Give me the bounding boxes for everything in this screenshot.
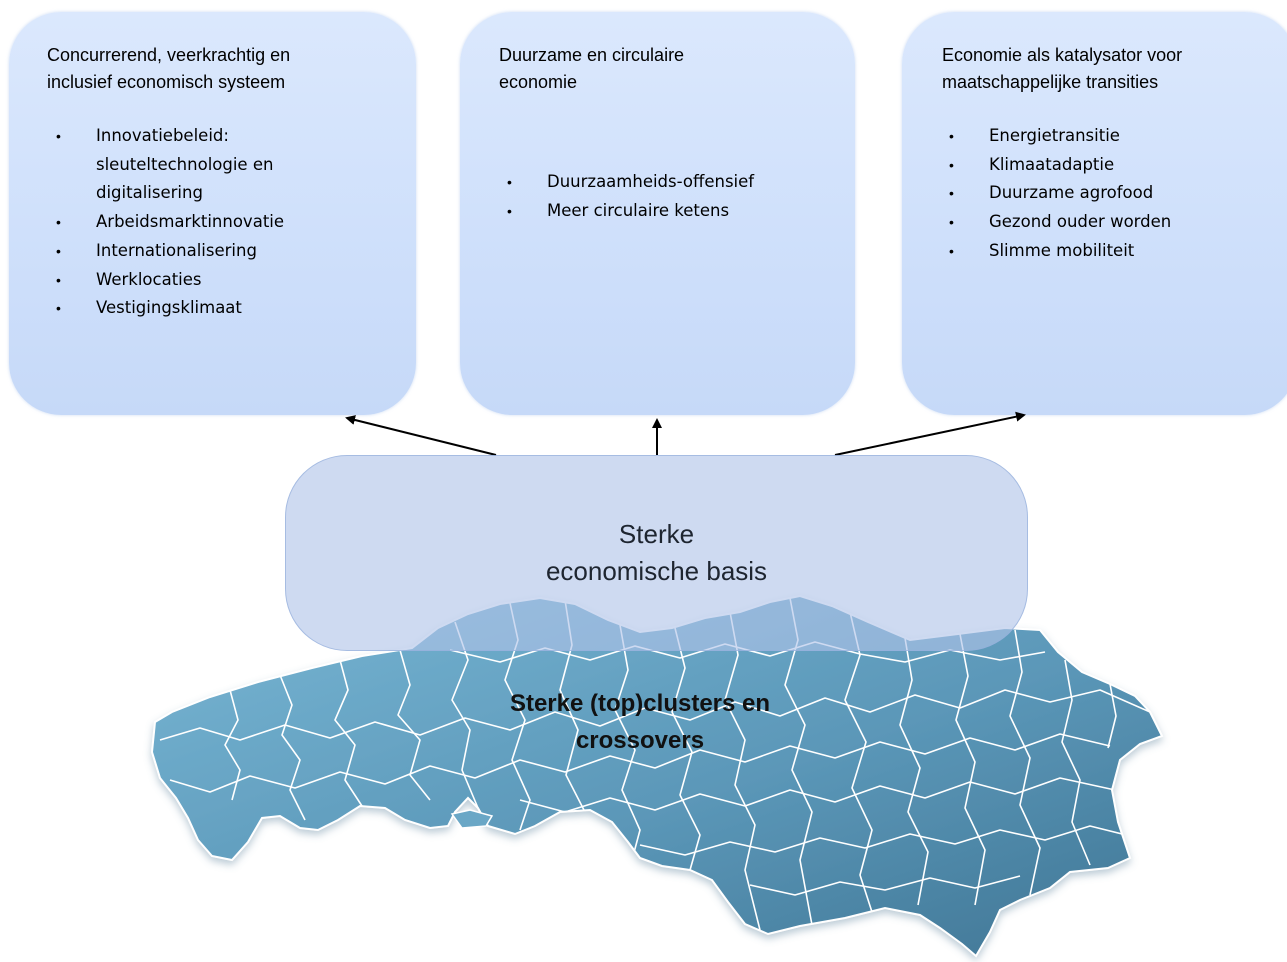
list-item-label: Energietransitie — [989, 126, 1120, 145]
list-item: • Werklocaties — [56, 266, 396, 295]
clusters-label: Sterke (top)clusters en crossovers — [509, 690, 771, 754]
pillar-title: Duurzame en circulaire economie — [499, 45, 685, 92]
list-item: • Gezond ouder worden — [949, 208, 1279, 237]
list-item-label: Vestigingsklimaat — [96, 298, 242, 318]
bullet-icon: • — [507, 202, 512, 219]
list-item: • Slimme mobiliteit — [949, 237, 1279, 266]
bullet-icon: • — [507, 174, 512, 190]
list-item-label: Slimme mobiliteit — [989, 240, 1135, 260]
pillar-bullet-list: • Innovatiebeleid: sleuteltechnologie en … — [56, 122, 396, 323]
pillar-circular-economy: Duurzame en circulaire economie • Duurzaa… — [460, 12, 855, 415]
bullet-icon: • — [949, 214, 954, 231]
economic-base-label: Sterke economische basis — [545, 519, 768, 586]
bullet-icon: • — [56, 242, 61, 259]
list-item-label: Internationalisering — [96, 240, 257, 260]
economic-base-box — [285, 455, 1028, 651]
list-item-label: Klimaatadaptie — [989, 154, 1115, 174]
list-item-label: Duurzaamheids-offensief — [547, 172, 755, 191]
list-item-label: Duurzame agrofood — [989, 183, 1154, 203]
bullet-icon: • — [949, 242, 954, 259]
list-item-label: Arbeidsmarktinnovatie — [96, 212, 285, 232]
list-item: • Duurzame agrofood — [949, 179, 1279, 208]
bullet-icon: • — [56, 214, 61, 231]
list-item: • Energietransitie — [949, 122, 1279, 151]
list-item: • Klimaatadaptie — [949, 151, 1279, 180]
pillar-title: Economie als katalysator voor maatschapp… — [942, 45, 1183, 92]
list-item-label: Werklocaties — [96, 269, 202, 289]
list-item-label: Gezond ouder worden — [989, 212, 1172, 232]
bullet-icon: • — [56, 300, 61, 317]
pillar-title: Concurrerend, veerkrachtig en inclusief … — [47, 45, 291, 92]
bullet-icon: • — [949, 185, 954, 202]
list-item: • Duurzaamheids-offensief — [507, 168, 837, 197]
bullet-icon: • — [949, 156, 954, 173]
pillar-competitive-economy: Concurrerend, veerkrachtig en inclusief … — [9, 12, 416, 415]
list-item: • Innovatiebeleid: sleuteltechnologie en … — [56, 122, 396, 208]
bullet-icon: • — [949, 128, 954, 144]
bullet-icon: • — [56, 271, 61, 288]
pillar-societal-transitions: Economie als katalysator voor maatschapp… — [902, 12, 1287, 415]
list-item-label: Meer circulaire ketens — [547, 200, 730, 220]
bullet-icon: • — [56, 128, 61, 144]
list-item-label: Innovatiebeleid: sleuteltechnologie en d… — [96, 126, 274, 203]
list-item: • Meer circulaire ketens — [507, 197, 837, 226]
list-item: • Vestigingsklimaat — [56, 294, 396, 323]
pillar-bullet-list: • Duurzaamheids-offensief • Meer circulair… — [507, 168, 837, 226]
list-item: • Internationalisering — [56, 237, 396, 266]
list-item: • Arbeidsmarktinnovatie — [56, 208, 396, 237]
pillar-bullet-list: • Energietransitie • Klimaatadaptie • Duurz… — [949, 122, 1279, 266]
